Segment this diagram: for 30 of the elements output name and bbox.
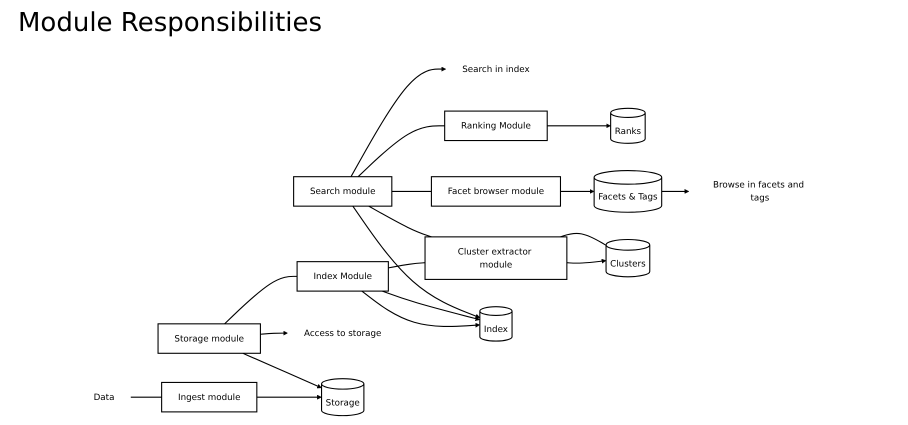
arrow [256, 394, 322, 400]
node-text: Access to storage [304, 328, 382, 338]
arrow [352, 206, 480, 318]
connector [130, 396, 162, 398]
arrow [382, 290, 480, 321]
connector [368, 206, 432, 238]
connector [392, 190, 432, 192]
node-box: Search module [293, 176, 392, 207]
node-text: Data [94, 392, 114, 402]
arrow [361, 290, 480, 328]
node-box: Ingest module [161, 382, 258, 412]
connector [358, 125, 445, 178]
arrow [560, 189, 594, 194]
arrow [662, 189, 690, 194]
connector [224, 276, 298, 324]
node-box: Index Module [296, 261, 389, 292]
diagram-title: Module Responsibilities [18, 8, 322, 38]
arrow [547, 123, 611, 128]
node-box: Ranking Module [444, 110, 548, 142]
arrow [242, 352, 322, 388]
node-box: Cluster extractor module [424, 236, 568, 280]
node-text: Browse in facets and tags [712, 179, 804, 203]
node-text: Search in index [462, 64, 530, 74]
arrow [566, 258, 606, 264]
connector [388, 262, 426, 268]
connector [560, 232, 606, 246]
arrow [350, 66, 446, 177]
node-box: Storage module [158, 323, 261, 354]
node-box: Facet browser module [430, 176, 562, 207]
arrow [260, 330, 288, 336]
